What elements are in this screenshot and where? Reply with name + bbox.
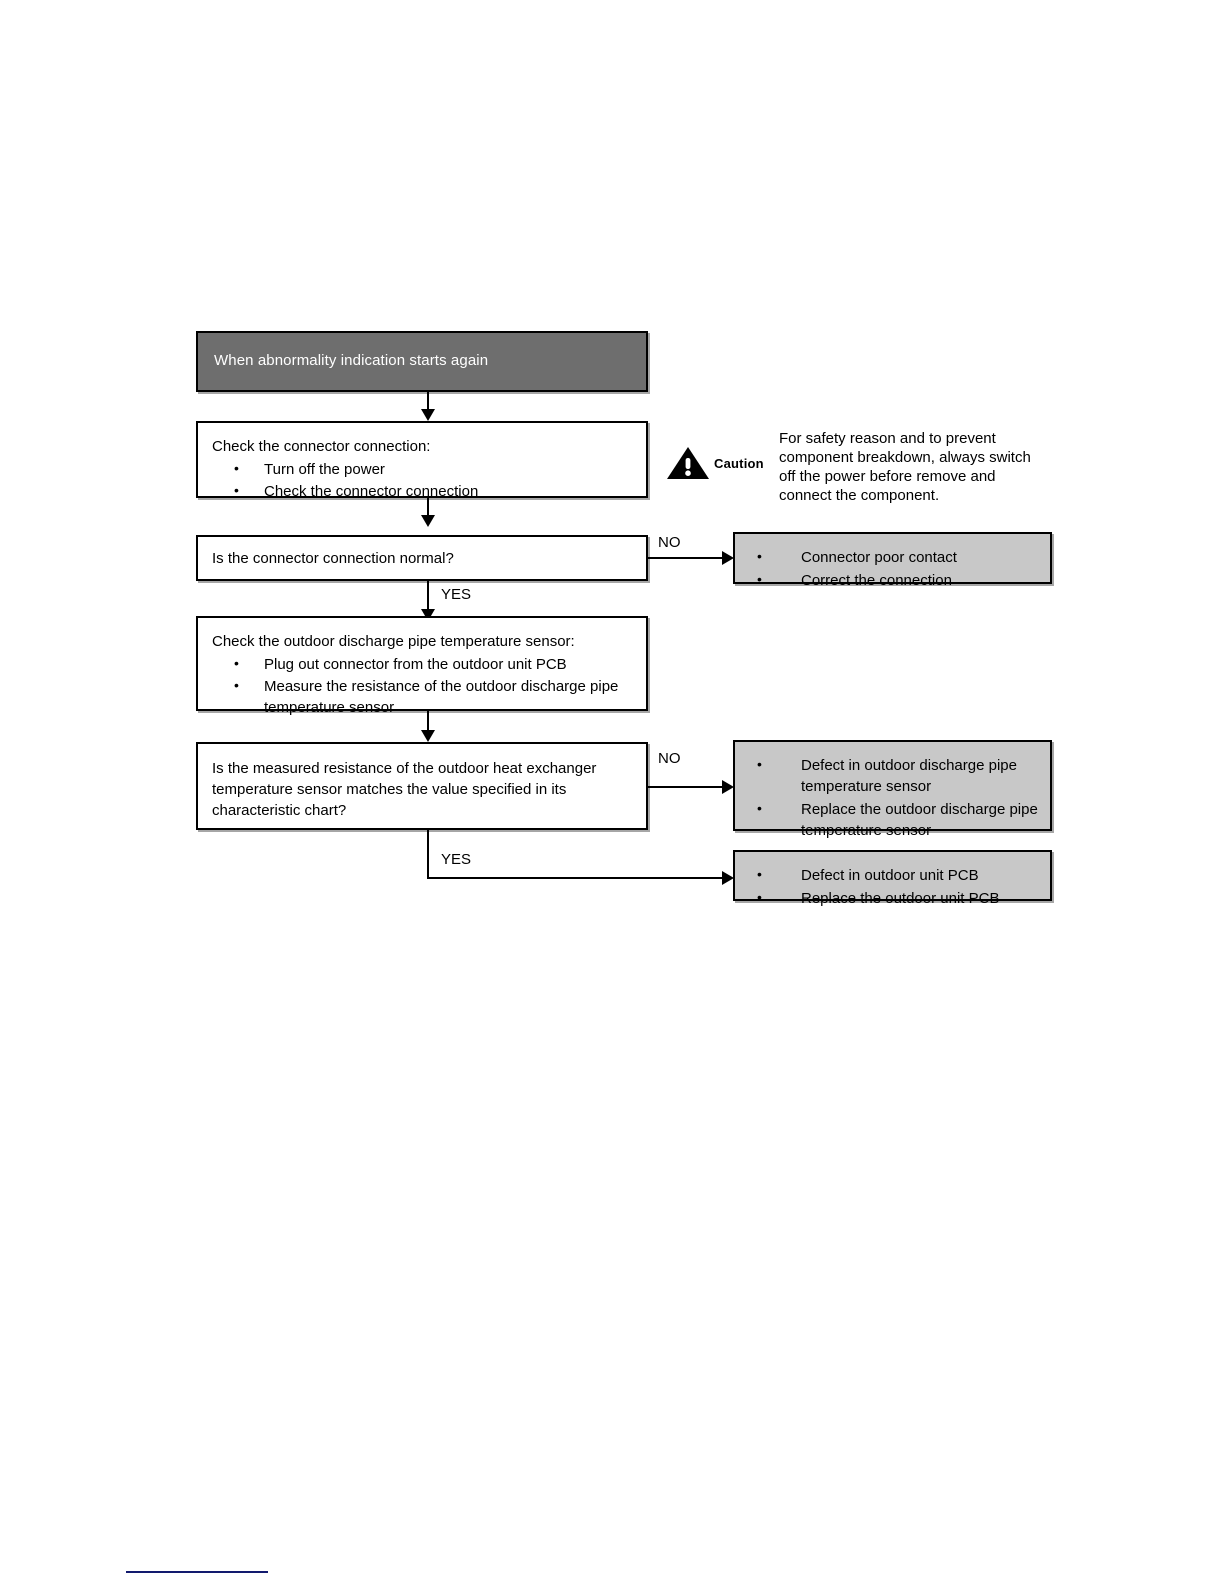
branch-line-yes-decision2-vertical: [427, 830, 429, 879]
branch-line-no-decision2: [648, 786, 726, 788]
connector-line-start-to-step1: [427, 392, 429, 413]
process-box-check-connector: Check the connector connection: Turn off…: [196, 421, 648, 501]
list-item: Correct the connection: [735, 569, 1050, 591]
caution-label: Caution: [714, 455, 764, 471]
result-bullets-pcb-defect: Defect in outdoor unit PCB Replace the o…: [735, 852, 1050, 909]
connector-arrow-step2-to-decision2: [421, 730, 435, 742]
process-bullets-check-sensor: Plug out connector from the outdoor unit…: [212, 653, 646, 718]
process-heading-check-sensor: Check the outdoor discharge pipe tempera…: [212, 633, 575, 650]
branch-arrow-no-decision2: [722, 780, 734, 794]
decision-box-connector-normal: Is the connector connection normal?: [196, 535, 648, 581]
flow-start-box: When abnormality indication starts again: [196, 331, 648, 392]
branch-label-no-decision2: NO: [658, 750, 681, 767]
result-bullets-connector-poor-contact: Connector poor contact Correct the conne…: [735, 534, 1050, 591]
decision-box-resistance-matches: Is the measured resistance of the outdoo…: [196, 742, 648, 830]
process-bullets-check-connector: Turn off the power Check the connector c…: [212, 458, 646, 502]
flow-start-label: When abnormality indication starts again: [214, 352, 489, 369]
branch-label-no-decision1: NO: [658, 534, 681, 551]
result-box-connector-poor-contact: Connector poor contact Correct the conne…: [733, 532, 1052, 590]
connector-arrow-start-to-step1: [421, 409, 435, 421]
caution-block: Caution: [666, 445, 764, 481]
list-item: Plug out connector from the outdoor unit…: [212, 653, 646, 675]
list-item: Connector poor contact: [735, 546, 1050, 568]
branch-label-yes-decision2: YES: [441, 851, 472, 868]
branch-arrow-no-decision1: [722, 551, 734, 565]
branch-arrow-yes-decision2: [722, 871, 734, 885]
list-item: Defect in outdoor unit PCB: [735, 864, 1050, 886]
decision-question-resistance-matches: Is the measured resistance of the outdoo…: [212, 760, 597, 819]
branch-line-no-decision1: [648, 557, 726, 559]
branch-line-yes-decision2-horizontal: [427, 877, 726, 879]
list-item: Defect in outdoor discharge pipe tempera…: [735, 754, 1041, 797]
caution-text: For safety reason and to prevent compone…: [779, 430, 1031, 504]
result-box-sensor-defect: Defect in outdoor discharge pipe tempera…: [733, 740, 1052, 839]
connector-line-step1-to-decision1: [427, 498, 429, 520]
result-box-pcb-defect: Defect in outdoor unit PCB Replace the o…: [733, 850, 1052, 908]
warning-triangle-icon: [667, 447, 709, 479]
list-item: Turn off the power: [212, 458, 646, 480]
process-box-check-sensor: Check the outdoor discharge pipe tempera…: [196, 616, 648, 716]
branch-label-yes-decision1: YES: [441, 586, 472, 603]
decision-question-connector-normal: Is the connector connection normal?: [212, 550, 454, 567]
list-item: Replace the outdoor discharge pipe tempe…: [735, 798, 1050, 841]
connector-arrow-step1-to-decision1: [421, 515, 435, 527]
list-item: Replace the outdoor unit PCB: [735, 887, 1050, 909]
list-item: Measure the resistance of the outdoor di…: [212, 675, 646, 718]
list-item: Check the connector connection: [212, 480, 646, 502]
footer-divider: [126, 1571, 268, 1573]
result-bullets-sensor-defect: Defect in outdoor discharge pipe tempera…: [735, 742, 1050, 841]
connector-line-step2-to-decision2: [427, 711, 429, 735]
process-heading-check-connector: Check the connector connection:: [212, 438, 431, 455]
branch-line-yes-decision1: [427, 581, 429, 614]
